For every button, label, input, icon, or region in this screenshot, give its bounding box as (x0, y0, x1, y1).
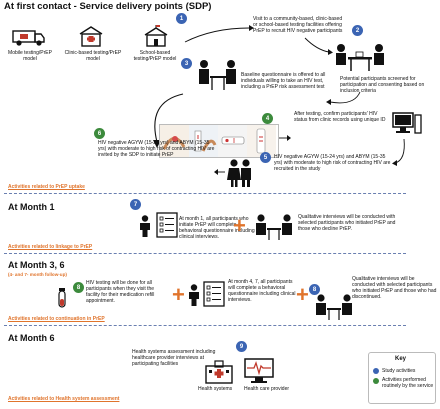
step-circle-4: 4 (262, 113, 273, 124)
person-icon (140, 215, 150, 237)
divider-3 (4, 325, 406, 326)
month6-text: Health systems assessment including heal… (132, 349, 216, 367)
interview-icon (256, 214, 292, 240)
recruited-text: HIV negative AGYW (15-24 yrs) and ABYM (… (274, 154, 391, 172)
month1-heading: At Month 1 (8, 202, 55, 212)
participants-icon (227, 159, 251, 187)
divider-1 (4, 193, 406, 194)
plus-icon: + (296, 282, 309, 307)
key-study-label: Study activities (382, 368, 416, 374)
health-systems-label: Health systems (198, 386, 233, 392)
arrow-visit-to-screen (304, 37, 333, 55)
arrow-test-to-confirm (279, 135, 291, 141)
interview-icon (316, 294, 352, 320)
plus-icon: + (172, 282, 185, 307)
model-mobile-label: Mobile testing/PrEP model (8, 50, 52, 62)
monitor-heartbeat-icon (244, 358, 274, 383)
computer-icon (392, 112, 422, 134)
month36-qual-text: Qualitative interviews will be conducted… (352, 276, 437, 300)
key-routine-dot (373, 378, 379, 384)
plus-icon: + (233, 213, 246, 238)
baseline-text: Baseline questionnaire is offered to all… (241, 72, 326, 90)
step-circle-2: 2 (352, 25, 363, 36)
confirm-text: After testing, confirm participants' HIV… (294, 111, 386, 123)
activity-linkage: Activities related to linkage to PrEP (8, 244, 93, 250)
invited-text: HIV negative AGYW (15-24 yrs) and ABYM (… (98, 140, 215, 158)
month36-heading: At Month 3, 6 (8, 260, 65, 270)
vial-icon (58, 288, 66, 308)
key-routine-label: Activities performed routinely by the se… (382, 377, 434, 389)
person-icon (189, 284, 199, 306)
key-legend: Key Study activities Activities performe… (368, 352, 436, 404)
arrow-models-to-visit (184, 25, 254, 43)
activity-health-system: Activities related to Health system asse… (8, 396, 120, 402)
hiv-test-photos (159, 124, 279, 158)
activity-prep-uptake: Activities related to PrEP uptake (8, 184, 85, 190)
month1-qual-text: Qualitative interviews will be conducted… (298, 214, 396, 232)
key-title: Key (395, 356, 407, 362)
step-circle-8b: 8 (309, 284, 320, 295)
school-icon (144, 25, 168, 47)
checklist-icon (156, 212, 178, 238)
header-title: At first contact - Service delivery poin… (4, 1, 212, 12)
hiv-test-text: HIV testing will be done for all partici… (86, 280, 155, 304)
arrow-recruited-to-invited (214, 169, 225, 175)
month6-heading: At Month 6 (8, 333, 55, 343)
van-icon (12, 30, 45, 46)
test-photo-1 (160, 125, 189, 157)
screen-text: Potential participants screened for part… (340, 76, 425, 94)
key-study-dot (373, 368, 379, 374)
step-circle-3: 3 (181, 58, 192, 69)
month1-text: At month 1, all participants who initiat… (179, 216, 255, 240)
arrow-confirm-to-recruited (392, 138, 405, 166)
month36-sub: (4- and 7- month follow-up) (8, 272, 67, 277)
health-provider-label: Health care provider (244, 386, 290, 392)
clinic-icon (79, 26, 103, 47)
step-circle-7: 7 (130, 199, 141, 210)
month47-text: At month 4, 7, all participants will com… (228, 279, 296, 303)
test-photo-4 (247, 125, 276, 157)
arrow-screen-to-baseline (326, 91, 361, 105)
model-clinic-label: Clinic-based testing/PrEP model (64, 50, 122, 62)
step-circle-1: 1 (176, 13, 187, 24)
questionnaire-scene-icon (199, 60, 236, 90)
checklist-icon (203, 281, 225, 307)
test-photo-2 (189, 125, 218, 157)
screening-desk-icon (336, 44, 384, 71)
model-school-label: School-based testing/PrEP model (133, 50, 177, 62)
divider-2 (4, 253, 406, 254)
visit-text: Visit to a community-based, clinic-based… (253, 16, 343, 34)
step-circle-5: 5 (260, 152, 271, 163)
test-photo-3 (218, 125, 247, 157)
activity-continuation: Activities related to continuation in Pr… (8, 316, 105, 322)
step-circle-8a: 8 (73, 282, 84, 293)
hospital-icon (205, 360, 233, 384)
step-circle-9: 9 (236, 341, 247, 352)
step-circle-6: 6 (94, 128, 105, 139)
